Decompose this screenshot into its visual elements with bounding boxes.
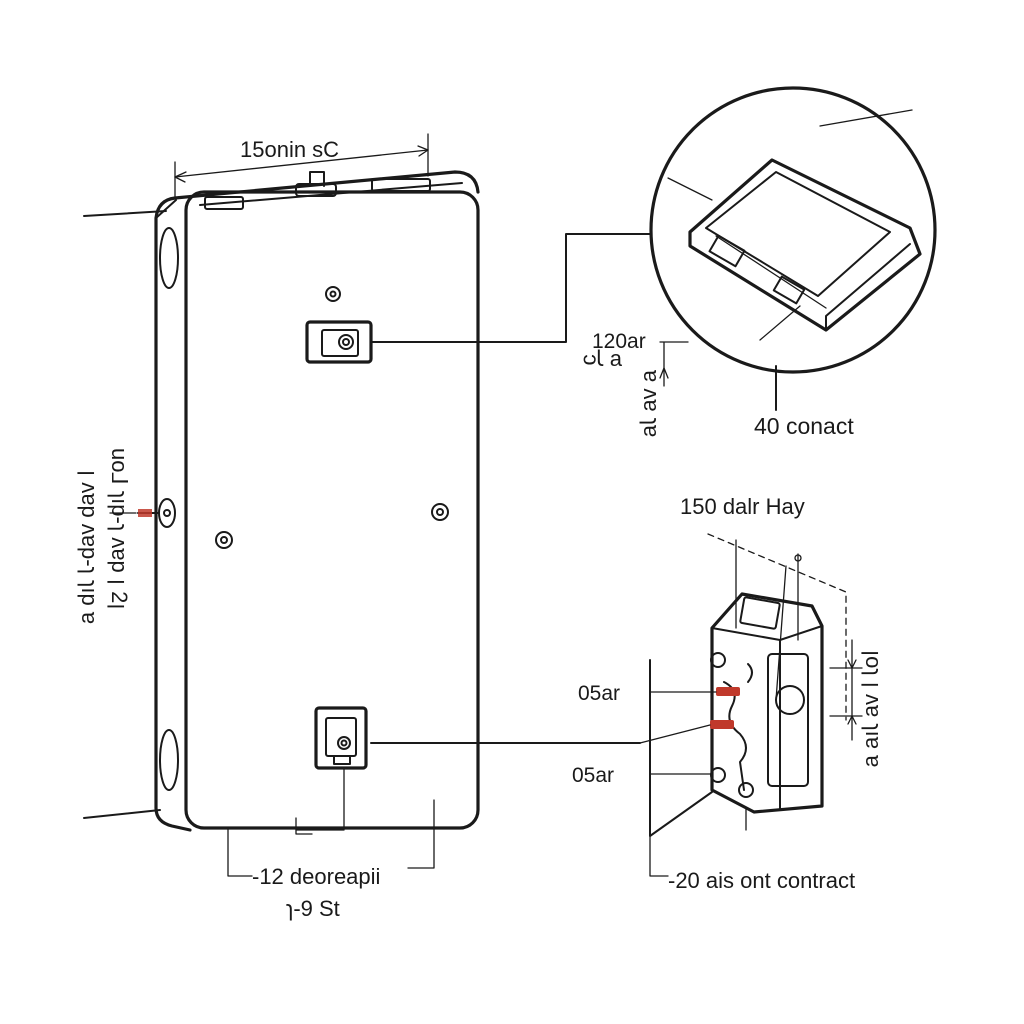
left-side-labels: uo⅃ ɿıp-ɿ ʌɐp ꞁ 2ꞁ ꞁ ʌɐp ʌɐp-ɿ ɿıp ɐ [77, 448, 159, 624]
relay-right-label: ꞁoɿ ꞁ ʌɐ ɿıɐ ɐ [861, 650, 886, 767]
top-width-label: 15onin sC [240, 137, 339, 162]
left-vertical-label-2: ꞁ ʌɐp ʌɐp-ɿ ɿıp ɐ [77, 470, 102, 624]
terminal-pin-upper [716, 687, 740, 696]
top-dimension: 15onin sC [174, 133, 429, 199]
relay-pin-label-upper: 05ar [578, 682, 620, 705]
relay-body [710, 592, 824, 814]
zoom-rot-label-2: ɐ ʌɐ ɿɐ [639, 370, 664, 437]
zoom-detail: 120ar ɐ ɿᴒ ɐ ʌɐ ɿɐ 40 conact [370, 86, 937, 439]
screw-icon [325, 286, 341, 302]
zoom-rot-label-1: ɐ ɿᴒ [583, 349, 622, 374]
main-enclosure [154, 170, 480, 832]
extension-lines [83, 210, 167, 819]
relay-pin-label-lower: 05ar [572, 764, 614, 787]
screw-icon [431, 503, 449, 521]
bottom-label-2: ɿ-9 St [286, 896, 340, 921]
lower-contact-block [314, 706, 368, 770]
left-vertical-label-1: uo⅃ ɿıp-ɿ ʌɐp ꞁ 2ꞁ [107, 448, 132, 609]
bottom-label-1: -12 deoreapii [252, 864, 380, 889]
relay-top-label: 150 dalr Hay [680, 494, 805, 519]
side-pin-marker [138, 509, 152, 517]
relay-detail: 150 dalr Hay ꞁoɿ ꞁ ʌɐ ɿıɐ ɐ 05ar 05ar -2… [370, 494, 886, 893]
relay-bottom-label: -20 ais ont contract [668, 868, 855, 893]
zoom-contact-label: 40 conact [754, 413, 854, 439]
magnifier-circle [649, 86, 937, 374]
terminal-pin-lower [710, 720, 734, 729]
bottom-dimensions: -12 deoreapii ɿ-9 St [227, 767, 435, 921]
zoom-number-label: 120ar [592, 330, 646, 353]
screw-icon [215, 531, 233, 549]
